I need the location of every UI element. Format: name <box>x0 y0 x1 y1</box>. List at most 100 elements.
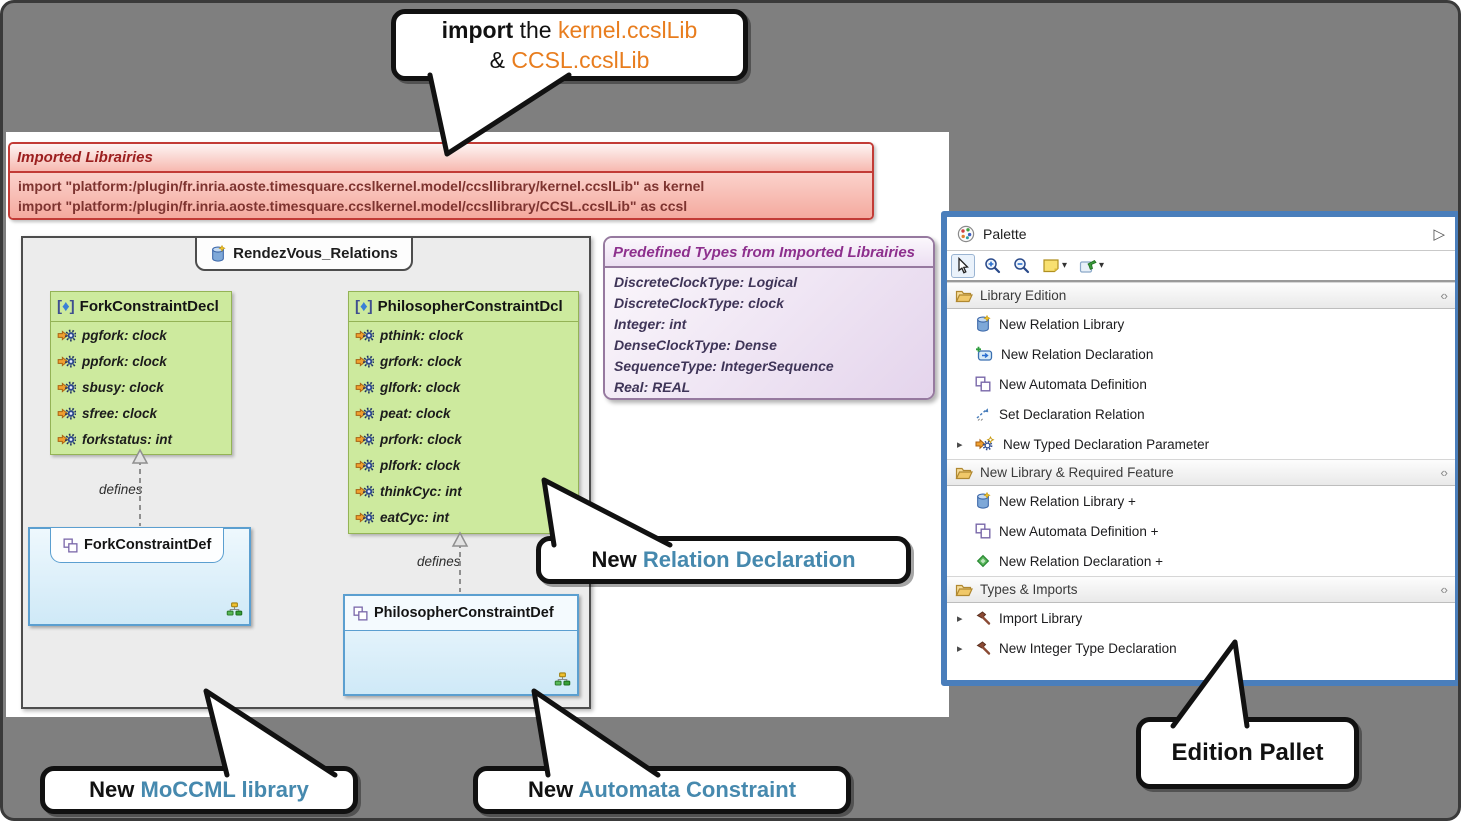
diagram-tab[interactable]: RendezVous_Relations <box>195 236 413 271</box>
attribute-row[interactable]: ppfork: clock <box>51 348 231 374</box>
expand-arrow-icon[interactable]: ▸ <box>957 642 963 655</box>
callout-text: kernel.ccslLib <box>557 17 698 43</box>
palette-item-import-library[interactable]: ▸ Import Library <box>947 603 1455 633</box>
attribute-row[interactable]: forkstatus: int <box>51 426 231 452</box>
attribute-row[interactable]: peat: clock <box>349 400 578 426</box>
philosopher-constraint-def-header[interactable]: PhilosopherConstraintDef <box>345 596 577 631</box>
callout-text: Relation Declaration <box>642 547 856 572</box>
gear-arrow-icon <box>355 485 374 498</box>
folder-open-icon <box>955 289 973 303</box>
palette-item-new-automata-definition[interactable]: New Automata Definition <box>947 369 1455 399</box>
zoom-out-icon <box>1013 257 1030 274</box>
palette-item-new-integer-type-declaration[interactable]: ▸ New Integer Type Declaration <box>947 633 1455 663</box>
attribute-row[interactable]: sfree: clock <box>51 400 231 426</box>
callout-text: MoCCML library <box>140 777 309 802</box>
item-label: New Relation Declaration <box>1001 346 1154 362</box>
typed-declaration-parameter-icon <box>975 436 995 452</box>
predefined-types-header: Predefined Types from Imported Librairie… <box>605 238 933 268</box>
attribute-row[interactable]: thinkCyc: int <box>349 478 578 504</box>
predefined-types-panel: Predefined Types from Imported Librairie… <box>603 236 935 400</box>
palette-panel: Palette ▷ ▾ ▾ Library Edition ‹› New Rel… <box>941 211 1458 686</box>
def-name: PhilosopherConstraintDef <box>374 605 554 621</box>
attribute-label: peat: clock <box>380 405 451 421</box>
gear-arrow-icon <box>355 381 374 394</box>
palette-item-new-relation-library-plus[interactable]: New Relation Library + <box>947 486 1455 516</box>
decl-name: PhilosopherConstraintDcl <box>377 298 563 315</box>
predefined-types-title: Predefined Types from Imported Librairie… <box>613 243 916 261</box>
select-cursor-icon <box>955 257 971 275</box>
palette-item-set-declaration-relation[interactable]: Set Declaration Relation <box>947 399 1455 429</box>
dropdown-arrow-icon[interactable]: ▾ <box>1099 260 1105 271</box>
def-name: ForkConstraintDef <box>84 537 212 553</box>
diagram-canvas[interactable]: RendezVous_Relations [♦] ForkConstraintD… <box>21 236 591 709</box>
hierarchy-icon <box>554 671 571 689</box>
palette-header[interactable]: Palette ▷ <box>947 217 1455 251</box>
fork-constraint-decl-header[interactable]: [♦] ForkConstraintDecl <box>51 292 231 322</box>
palette-item-new-automata-definition-plus[interactable]: New Automata Definition + <box>947 516 1455 546</box>
folder-open-icon <box>955 466 973 480</box>
hammer-icon <box>975 610 991 626</box>
fork-constraint-decl-box[interactable]: [♦] ForkConstraintDecl pgfork: clock ppf… <box>50 291 232 455</box>
fork-constraint-def-box[interactable]: ForkConstraintDef <box>28 527 251 626</box>
zoom-in-icon <box>984 257 1001 274</box>
attribute-row[interactable]: pthink: clock <box>349 322 578 348</box>
palette-section-library-edition[interactable]: Library Edition ‹› <box>947 282 1455 309</box>
attribute-label: grfork: clock <box>380 353 462 369</box>
attribute-row[interactable]: grfork: clock <box>349 348 578 374</box>
pin-section-icon[interactable]: ‹› <box>1440 582 1448 597</box>
collapse-arrow-icon[interactable]: ▷ <box>1433 225 1445 243</box>
bracket-icon: [ <box>57 298 62 315</box>
automata-definition-icon <box>975 376 991 392</box>
relation-library-icon <box>975 315 991 333</box>
callout-import-libraries: import the kernel.ccslLib & CCSL.ccslLib <box>391 9 748 81</box>
gear-arrow-icon <box>355 407 374 420</box>
callout-new-automata-constraint: New Automata Constraint <box>473 766 851 814</box>
palette-item-new-relation-library[interactable]: New Relation Library <box>947 309 1455 339</box>
attribute-label: plfork: clock <box>380 457 461 473</box>
expand-arrow-icon[interactable]: ▸ <box>957 438 963 451</box>
attribute-row[interactable]: eatCyc: int <box>349 504 578 530</box>
defines-label: defines <box>99 482 143 497</box>
automata-definition-icon <box>353 606 368 621</box>
philosopher-constraint-decl-header[interactable]: [♦] PhilosopherConstraintDcl <box>349 292 578 322</box>
stamp-tool[interactable]: ▾ <box>1076 256 1107 276</box>
attribute-row[interactable]: plfork: clock <box>349 452 578 478</box>
attribute-row[interactable]: prfork: clock <box>349 426 578 452</box>
relation-library-icon <box>975 492 991 510</box>
attribute-row[interactable]: sbusy: clock <box>51 374 231 400</box>
zoom-out-tool[interactable] <box>1010 255 1033 276</box>
callout-text: New <box>89 777 141 802</box>
green-diamond-icon <box>975 553 991 569</box>
select-tool[interactable] <box>951 253 975 278</box>
dropdown-arrow-icon[interactable]: ▾ <box>1062 260 1068 271</box>
gear-arrow-icon <box>355 433 374 446</box>
attribute-label: sfree: clock <box>82 405 158 421</box>
predefined-types-body: DiscreteClockType: Logical DiscreteClock… <box>605 268 933 398</box>
attribute-row[interactable]: pgfork: clock <box>51 322 231 348</box>
palette-item-new-typed-declaration-parameter[interactable]: ▸ New Typed Declaration Parameter <box>947 429 1455 459</box>
callout-text: import <box>441 17 514 43</box>
section-label: Types & Imports <box>980 582 1078 597</box>
attribute-row[interactable]: glfork: clock <box>349 374 578 400</box>
zoom-in-tool[interactable] <box>981 255 1004 276</box>
item-label: New Typed Declaration Parameter <box>1003 436 1210 452</box>
philosopher-constraint-def-box[interactable]: PhilosopherConstraintDef <box>343 594 579 696</box>
palette-item-new-relation-declaration[interactable]: New Relation Declaration <box>947 339 1455 369</box>
callout-text: the <box>513 17 558 43</box>
imported-libraries-panel: Imported Librairies import "platform:/pl… <box>8 142 874 220</box>
pin-section-icon[interactable]: ‹› <box>1440 288 1448 303</box>
palette-section-types-imports[interactable]: Types & Imports ‹› <box>947 576 1455 603</box>
pin-section-icon[interactable]: ‹› <box>1440 465 1448 480</box>
philosopher-constraint-decl-box[interactable]: [♦] PhilosopherConstraintDcl pthink: clo… <box>348 291 579 534</box>
note-tool[interactable]: ▾ <box>1039 256 1070 275</box>
palette-item-new-relation-declaration-plus[interactable]: New Relation Declaration + <box>947 546 1455 576</box>
palette-section-new-library-required-feature[interactable]: New Library & Required Feature ‹› <box>947 459 1455 486</box>
fork-constraint-def-header[interactable]: ForkConstraintDef <box>50 528 225 563</box>
bracket-icon: ] <box>367 298 373 315</box>
expand-arrow-icon[interactable]: ▸ <box>957 612 963 625</box>
gear-arrow-icon <box>355 459 374 472</box>
bracket-icon: [ <box>355 298 360 315</box>
callout-text: & <box>489 47 512 73</box>
callout-text: New <box>591 547 643 572</box>
